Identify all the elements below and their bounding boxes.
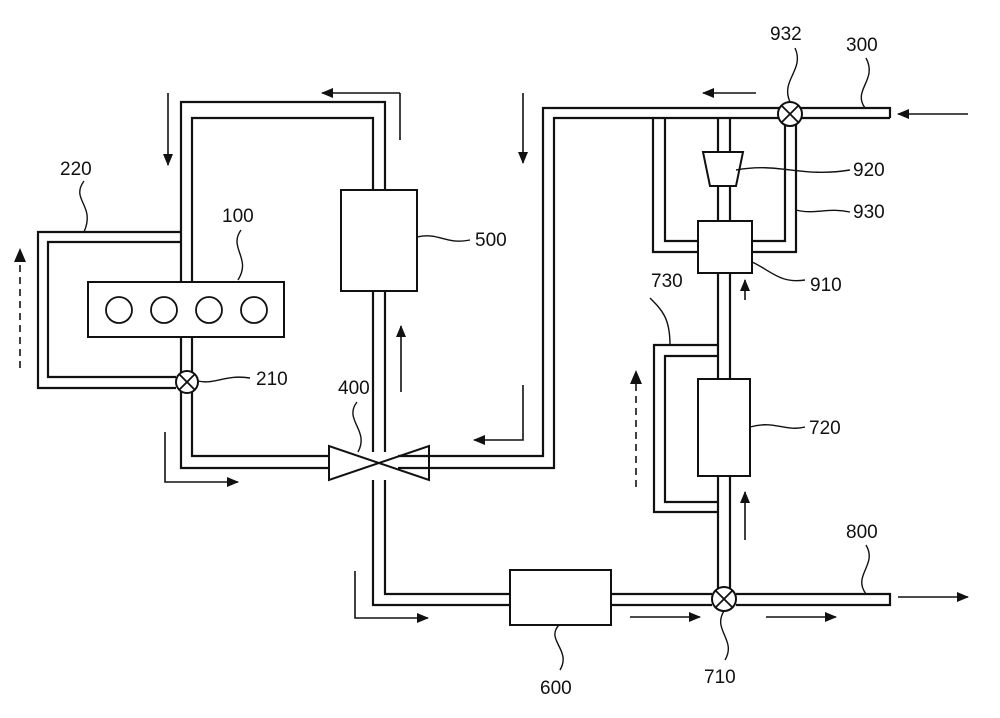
labels: 220 100 500 210 400 600 710 720 730 910 … [60, 24, 885, 699]
label-300: 300 [846, 35, 878, 56]
label-932: 932 [770, 24, 802, 45]
leader-lines [80, 48, 870, 670]
component-600 [510, 570, 611, 625]
valve-400 [329, 446, 429, 480]
label-400: 400 [338, 378, 370, 399]
label-600: 600 [540, 678, 572, 699]
right-side-pipes [373, 108, 890, 605]
component-720 [698, 379, 750, 476]
component-910 [698, 221, 752, 273]
label-730: 730 [651, 271, 683, 292]
engine-100 [88, 282, 284, 337]
label-930: 930 [853, 202, 885, 223]
component-920 [703, 152, 743, 186]
valve-710 [712, 587, 736, 611]
label-920: 920 [853, 160, 885, 181]
component-500 [341, 190, 417, 291]
label-210: 210 [256, 369, 288, 390]
label-710: 710 [704, 667, 736, 688]
valve-932 [778, 102, 802, 126]
label-500: 500 [475, 230, 507, 251]
label-800: 800 [846, 522, 878, 543]
label-720: 720 [809, 418, 841, 439]
label-910: 910 [810, 275, 842, 296]
label-100: 100 [222, 206, 254, 227]
valve-210 [176, 371, 198, 393]
label-220: 220 [60, 159, 92, 180]
